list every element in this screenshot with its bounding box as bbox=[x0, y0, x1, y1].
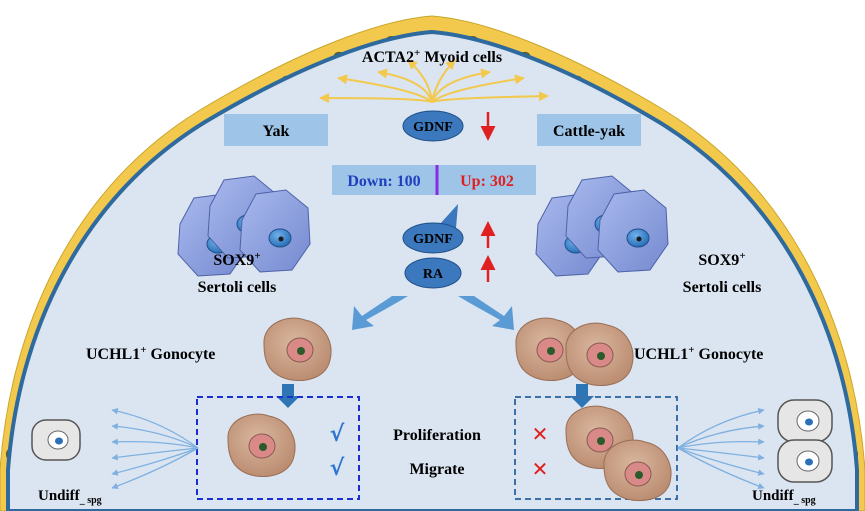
gonocyte-left-label: UCHL1+ Gonocyte bbox=[86, 344, 215, 363]
undiff-spg-left-cell bbox=[31, 419, 81, 461]
sertoli-nucleolus bbox=[636, 236, 642, 242]
undiff-spg-left-label: Undiff_ spg bbox=[38, 488, 102, 506]
sertoli-nucleolus bbox=[278, 236, 284, 242]
migration-arrows-left bbox=[111, 408, 199, 489]
undiff-spg-right-cell-top bbox=[777, 399, 833, 443]
gonocyte-left-lower bbox=[227, 413, 296, 478]
cross-proliferation: ✕ bbox=[532, 422, 549, 446]
sertoli-right-line1: SOX9+ bbox=[698, 250, 745, 269]
gdnf-mid-bubble-tail bbox=[440, 204, 458, 228]
proliferation-label: Proliferation bbox=[393, 427, 481, 444]
cross-migrate: ✕ bbox=[532, 457, 549, 481]
check-migrate: √ bbox=[330, 456, 345, 481]
gonocyte-right-label: UCHL1+ Gonocyte bbox=[634, 344, 763, 363]
sertoli-right-line2: Sertoli cells bbox=[683, 279, 762, 296]
myoid-cells-label: ACTA2+ Myoid cells bbox=[362, 47, 502, 66]
diverging-arrows bbox=[352, 296, 514, 330]
ra-label: RA bbox=[423, 267, 444, 282]
species-box-right bbox=[537, 114, 641, 146]
gonocyte-right-lower-b bbox=[603, 439, 672, 502]
sertoli-left-line1: SOX9+ bbox=[213, 250, 260, 269]
gdnf-top-oval bbox=[402, 110, 464, 142]
gonocyte-right-upper-a bbox=[515, 317, 584, 382]
gdnf-top-label: GDNF bbox=[413, 120, 453, 135]
sertoli-cells-left bbox=[177, 175, 311, 277]
deg-count-box bbox=[332, 165, 536, 195]
arrow-to-left-gonocyte bbox=[352, 296, 408, 330]
gonocyte-left-upper bbox=[263, 317, 332, 382]
myoid-signal-arrows bbox=[319, 59, 549, 104]
check-proliferation: √ bbox=[330, 422, 345, 447]
migrate-label: Migrate bbox=[409, 461, 464, 478]
sertoli-left-line2: Sertoli cells bbox=[198, 279, 277, 296]
outcome-box-right bbox=[514, 396, 678, 500]
gdnf-mid-label: GDNF bbox=[413, 232, 453, 247]
undiff-spg-right-cell-bottom bbox=[777, 439, 833, 483]
undiff-spg-right-label: Undiff_ spg bbox=[752, 488, 816, 506]
species-box-left bbox=[224, 114, 328, 146]
deg-down-label: Down: 100 bbox=[347, 173, 420, 190]
species-label-cattle-yak: Cattle-yak bbox=[553, 123, 625, 140]
outcome-box-left bbox=[196, 396, 360, 500]
species-label-yak: Yak bbox=[263, 123, 290, 140]
gonocyte-right-upper-b bbox=[565, 322, 634, 387]
ra-oval bbox=[404, 257, 462, 289]
migration-arrows-right bbox=[677, 408, 765, 489]
gdnf-mid-oval bbox=[402, 222, 464, 254]
sertoli-cells-right bbox=[535, 175, 669, 277]
arrow-to-right-gonocyte bbox=[458, 296, 514, 330]
down-arrow-right bbox=[570, 384, 594, 408]
deg-up-label: Up: 302 bbox=[460, 173, 514, 190]
